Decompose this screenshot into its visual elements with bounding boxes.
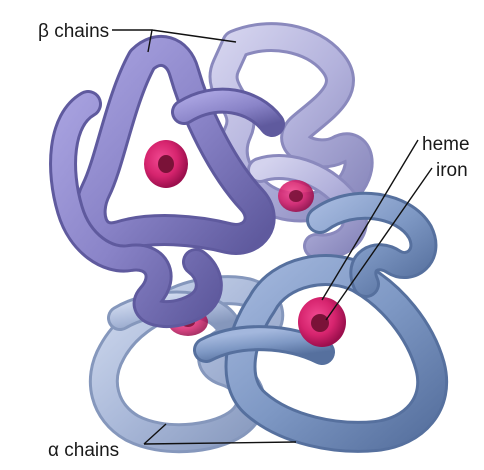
iron-atom bbox=[311, 314, 329, 332]
iron-label: iron bbox=[436, 160, 468, 181]
heme-front-alpha bbox=[298, 297, 346, 347]
heme-front-beta bbox=[144, 140, 188, 188]
heme-label: heme bbox=[422, 134, 470, 155]
beta-chains-label: β chains bbox=[38, 21, 109, 42]
alpha-chains-label: α chains bbox=[48, 440, 119, 461]
